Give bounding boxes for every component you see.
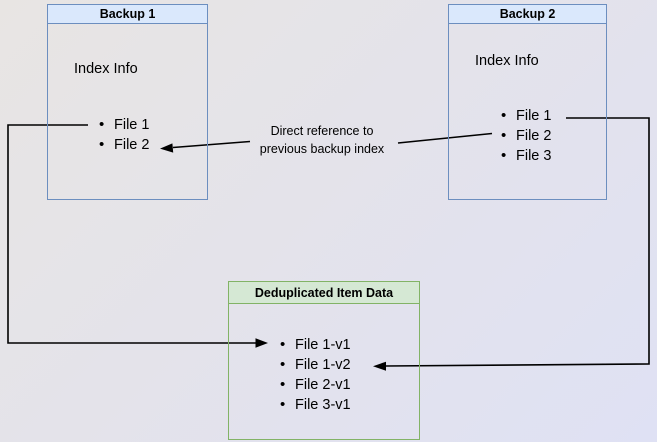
- list-item-file: File 1: [99, 115, 149, 135]
- list-item-file: File 2: [99, 135, 149, 155]
- dedup-box: Deduplicated Item Data File 1-v1 File 1-…: [228, 281, 420, 440]
- backup2-titlebar: Backup 2: [449, 5, 606, 24]
- edge-label-line1: Direct reference to: [270, 124, 374, 138]
- list-item-file: File 3-v1: [280, 395, 351, 415]
- list-item-file: File 1-v2: [280, 355, 351, 375]
- list-item-file: File 2: [501, 126, 551, 146]
- list-item-file: File 1-v1: [280, 335, 351, 355]
- backup1-title: Backup 1: [99, 7, 156, 21]
- backup2-file-list: File 1 File 2 File 3: [501, 106, 551, 166]
- backup2-index-info-label: Index Info: [475, 53, 539, 69]
- backup1-box: Backup 1 Index Info File 1 File 2: [47, 4, 208, 200]
- backup2-title: Backup 2: [499, 7, 556, 21]
- dedup-titlebar: Deduplicated Item Data: [229, 282, 419, 304]
- dedup-title: Deduplicated Item Data: [254, 285, 394, 300]
- backup1-file-list: File 1 File 2: [99, 115, 149, 155]
- edge-label-direct-reference: Direct reference to previous backup inde…: [237, 123, 407, 158]
- list-item-file: File 2-v1: [280, 375, 351, 395]
- backup1-index-info-label: Index Info: [74, 61, 138, 77]
- backup1-titlebar: Backup 1: [48, 5, 207, 24]
- list-item-file: File 3: [501, 146, 551, 166]
- backup2-box: Backup 2 Index Info File 1 File 2 File 3: [448, 4, 607, 200]
- list-item-file: File 1: [501, 106, 551, 126]
- edge-label-line2: previous backup index: [259, 141, 385, 156]
- dedup-file-list: File 1-v1 File 1-v2 File 2-v1 File 3-v1: [280, 335, 351, 415]
